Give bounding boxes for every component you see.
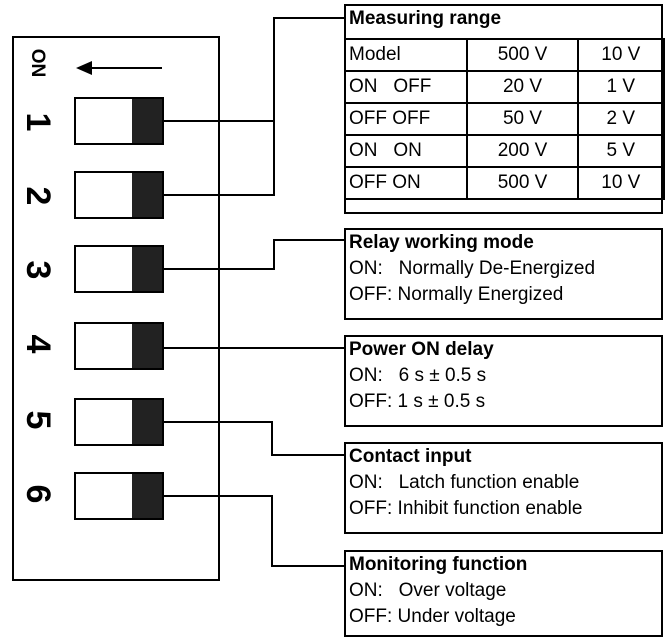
table-header-row: Model 500 V 10 V [343,38,666,72]
table-row: ON ON 200 V 5 V [343,134,666,168]
power-on-delay-title: Power ON delay [349,339,494,360]
switch-4-knob [132,324,162,368]
power-on-delay-on: ON: 6 s ± 0.5 s [349,365,487,386]
on-label: ON [27,48,48,78]
table-header-cell: Model [343,38,469,72]
contact-input-title: Contact input [349,446,472,467]
table-header-cell: 500 V [466,38,579,72]
switch-number-6: 6 [19,484,57,504]
table-row: ON OFF 20 V 1 V [343,70,666,104]
monitoring-function-title: Monitoring function [349,554,528,575]
measuring-range-box: Measuring range Model 500 V 10 V ON OFF … [343,4,666,214]
switch-number-2: 2 [19,186,57,206]
switch-6[interactable] [74,472,164,520]
measuring-range-table: Model 500 V 10 V ON OFF 20 V 1 V OFF OFF… [343,38,666,200]
relay-mode-on: ON: Normally De-Energized [349,258,596,279]
switch-2-knob [132,173,162,217]
switch-number-1: 1 [19,112,57,132]
switch-5-knob [132,400,162,444]
relay-mode-off: OFF: Normally Energized [349,284,564,305]
switch-1-knob [132,99,162,143]
measuring-range-title: Measuring range [349,8,502,29]
dip-switch-body [12,36,220,581]
monitoring-function-off: OFF: Under voltage [349,606,516,627]
contact-input-off: OFF: Inhibit function enable [349,498,583,519]
power-on-delay-box: Power ON delay ON: 6 s ± 0.5 s OFF: 1 s … [344,335,663,427]
table-cell: 500 V [466,166,579,200]
table-cell: 2 V [576,102,666,136]
table-row: OFF ON 500 V 10 V [343,166,666,200]
connector-switch-5 [150,421,346,456]
contact-input-on: ON: Latch function enable [349,472,580,493]
connector-switch-2 [162,121,275,196]
table-cell: OFF OFF [343,102,469,136]
table-cell: 10 V [576,166,666,200]
table-cell: 5 V [576,134,666,168]
on-arrow-head [76,61,92,75]
table-cell: ON ON [343,134,469,168]
monitoring-function-on: ON: Over voltage [349,580,507,601]
switch-number-5: 5 [19,410,57,430]
switch-3-knob [132,247,162,291]
switch-4[interactable] [74,322,164,370]
table-cell: ON OFF [343,70,469,104]
table-cell: 50 V [466,102,579,136]
table-cell: 1 V [576,70,666,104]
power-on-delay-off: OFF: 1 s ± 0.5 s [349,391,486,412]
connector-switch-6 [162,495,346,567]
switch-1[interactable] [74,97,164,145]
table-cell: OFF ON [343,166,469,200]
monitoring-function-box: Monitoring function ON: Over voltage OFF… [344,550,663,637]
switch-6-knob [132,474,162,518]
switch-number-3: 3 [19,260,57,280]
switch-5[interactable] [74,398,164,446]
switch-number-4: 4 [19,334,57,354]
table-cell: 200 V [466,134,579,168]
switch-2[interactable] [74,171,164,219]
switch-3[interactable] [74,245,164,293]
relay-mode-box: Relay working mode ON: Normally De-Energ… [344,228,663,320]
table-header-cell: 10 V [576,38,666,72]
relay-mode-title: Relay working mode [349,232,534,253]
table-row: OFF OFF 50 V 2 V [343,102,666,136]
table-cell: 20 V [466,70,579,104]
contact-input-box: Contact input ON: Latch function enable … [344,442,663,534]
